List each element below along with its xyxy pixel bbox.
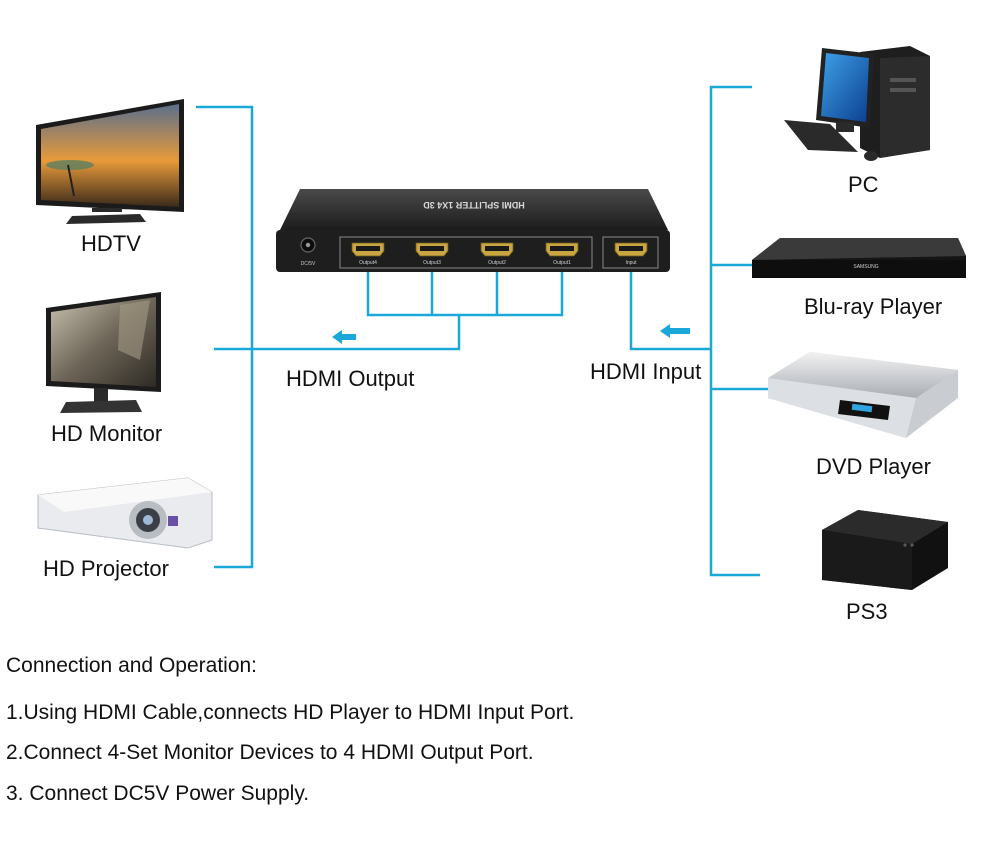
hdmi-output-port-1-label: Output1 [553,260,571,266]
bluray-label: Blu-ray Player [804,294,943,319]
hdmi-ports: Output4 Output3 Output2 Output1 Input [351,242,648,266]
splitter-output-link [252,315,461,351]
splitter-front-face [276,230,670,272]
hdmi-input-label: HDMI Input [590,359,702,384]
input-cables [629,85,768,577]
instructions-heading: Connection and Operation: [6,654,258,677]
hdmi-output-port-3-slot [420,246,444,251]
ps3-label: PS3 [846,599,888,624]
hd-projector-icon [37,477,213,549]
dvd-label: DVD Player [816,454,931,479]
hdmi-output-port-3-label: Output3 [423,260,441,266]
dvd-player-icon [768,352,958,438]
pc-icon [784,46,930,161]
ps3-icon [822,510,948,590]
hdtv-label: HDTV [81,231,141,256]
splitter-title: HDMI SPLITTER 1X4 3D [423,200,525,210]
input-arrow-icon [660,324,690,338]
output-arrow-icon [332,330,356,344]
instruction-step-1: 1.Using HDMI Cable,connects HD Player to… [6,701,575,724]
hdmi-input-port-slot [619,246,643,251]
splitter-input-link [629,270,711,351]
instruction-step-3: 3. Connect DC5V Power Supply. [6,782,310,805]
dc-label: DC/5V [301,261,316,267]
hdmi-output-port-1-slot [550,246,574,251]
bluray-brand: SAMSUNG [853,264,878,270]
bluray-player-icon: SAMSUNG [752,238,966,278]
output-cables [196,105,564,569]
splitter-top-face [280,189,668,230]
hdmi-output-port-4-slot [356,246,380,251]
pc-label: PC [848,172,879,197]
output-port-panel [339,236,593,269]
hd-monitor-label: HD Monitor [51,421,163,446]
hdmi-input-port-label: Input [625,260,637,266]
instruction-step-2: 2.Connect 4-Set Monitor Devices to 4 HDM… [6,741,534,764]
hdmi-output-label: HDMI Output [286,366,415,391]
hd-projector-label: HD Projector [43,556,169,581]
input-bus-line [709,85,760,577]
output-bus-line [196,105,254,569]
output-port-manifold [366,268,564,317]
hd-monitor-icon [46,292,161,413]
hdmi-output-port-2-slot [485,246,509,251]
hdtv-icon [36,99,184,224]
input-port-panel [602,236,659,269]
hdmi-output-port-2-label: Output2 [488,260,506,266]
hdmi-output-port-4-label: Output4 [359,260,377,266]
